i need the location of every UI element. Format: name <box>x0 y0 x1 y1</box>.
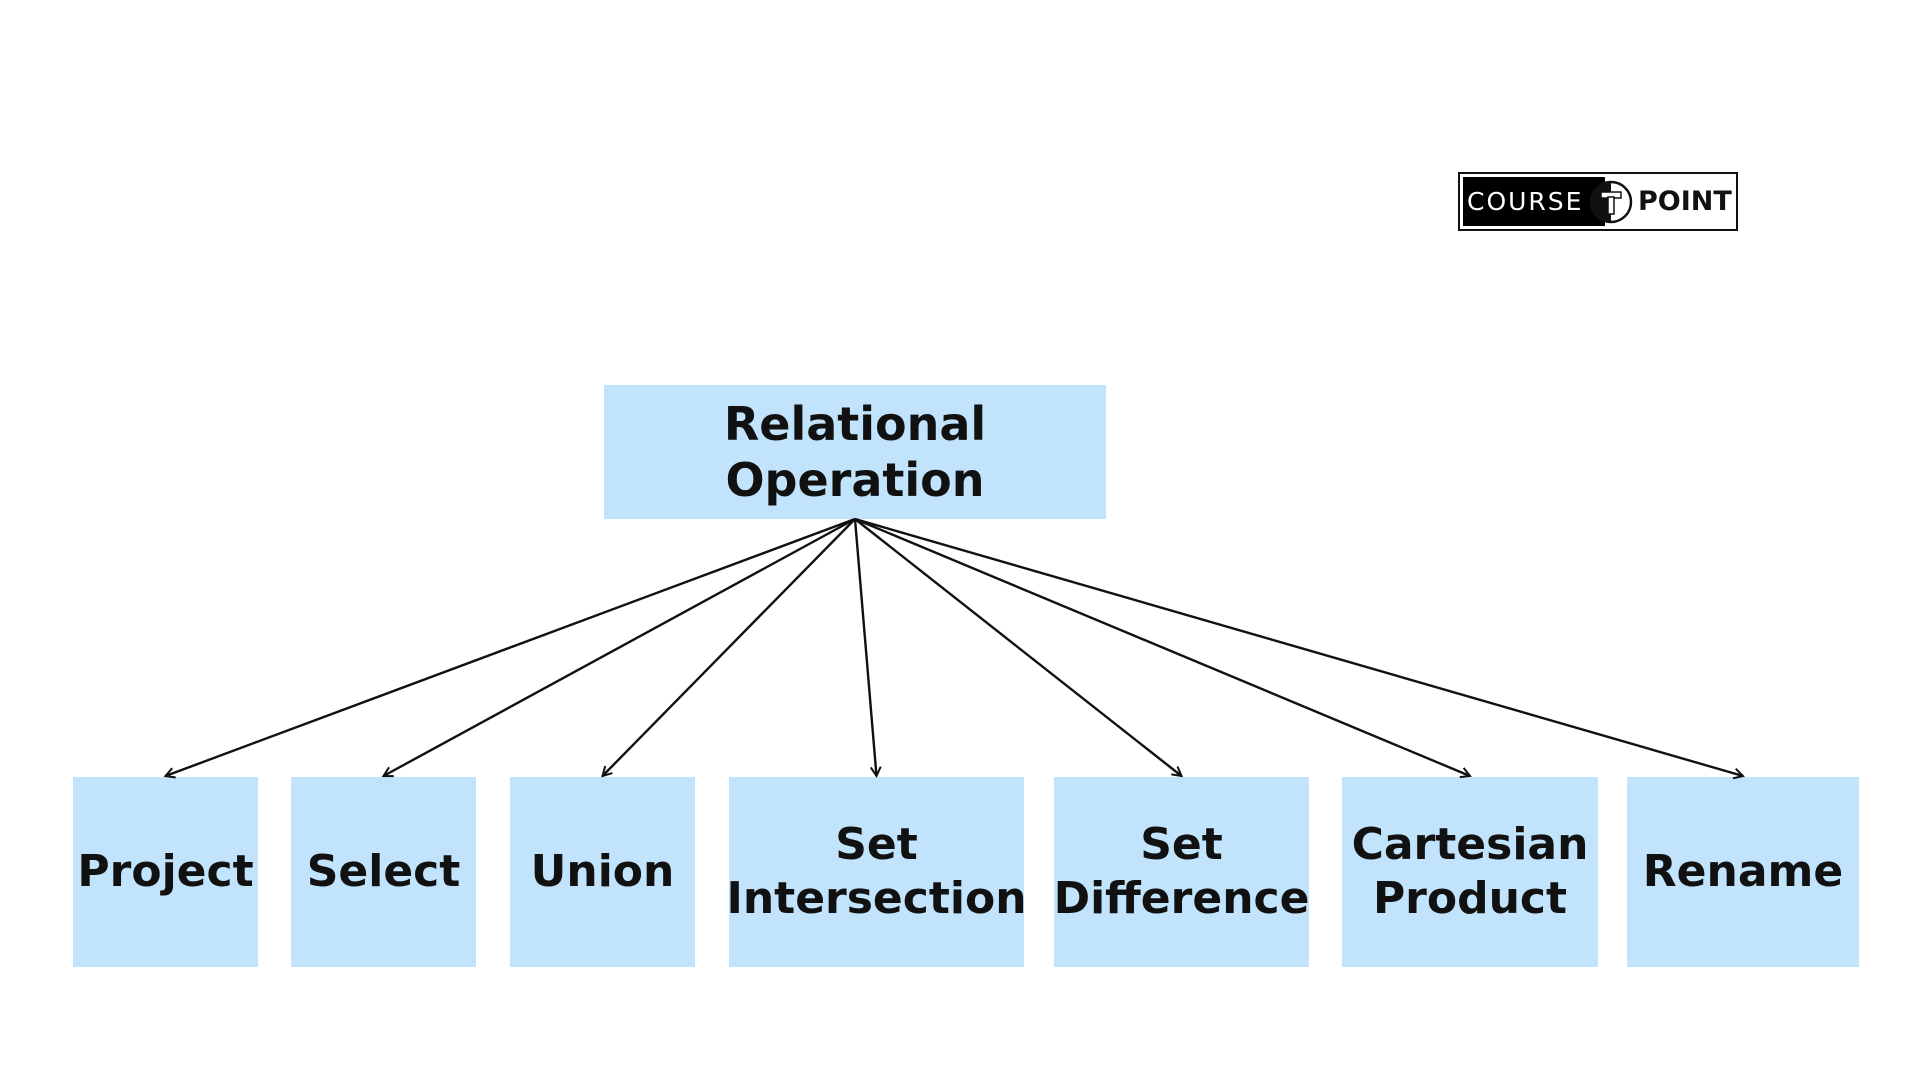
logo-text-course: COURSE <box>1463 177 1605 226</box>
arrow-to-union <box>603 518 856 776</box>
node-set-difference: Set Difference <box>1054 777 1309 967</box>
arrow-to-set-difference <box>854 518 1182 776</box>
arrow-to-cartesian-product <box>854 517 1470 776</box>
arrow-to-set-intersection <box>853 518 877 776</box>
arrow-to-rename <box>854 517 1743 776</box>
logo-mark-icon <box>1589 180 1633 224</box>
coursepoint-logo: COURSE POINT <box>1458 172 1738 231</box>
node-union: Union <box>510 777 695 967</box>
node-select: Select <box>291 777 476 967</box>
logo-text-point: POINT <box>1638 186 1732 217</box>
node-cartesian-product: Cartesian Product <box>1342 777 1598 967</box>
node-rename: Rename <box>1627 777 1859 967</box>
arrow-to-project <box>166 517 856 776</box>
node-set-intersection: Set Intersection <box>726 777 1027 967</box>
arrow-to-select <box>384 517 856 776</box>
node-project: Project <box>73 777 258 967</box>
root-node-relational-operation: Relational Operation <box>604 385 1106 519</box>
